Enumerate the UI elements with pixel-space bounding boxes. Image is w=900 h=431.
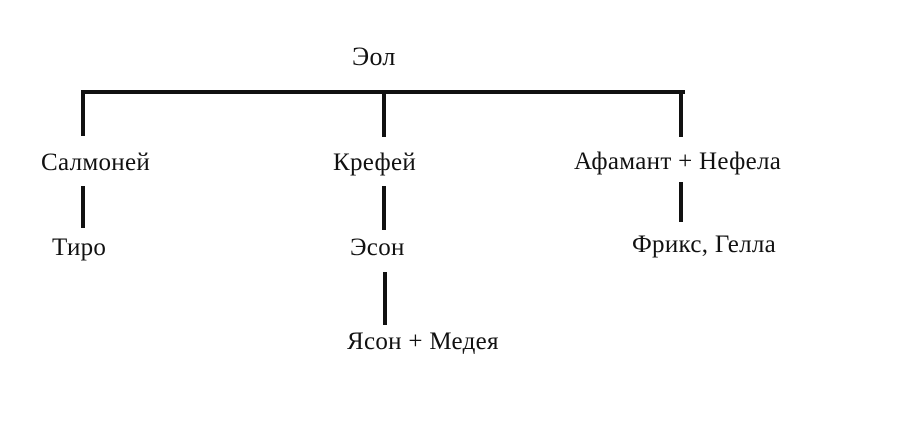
connector-eson-jason — [383, 272, 387, 325]
node-jason-medea: Ясон + Медея — [347, 328, 499, 355]
node-tiro: Тиро — [52, 234, 107, 261]
connector-eol-krefey — [382, 90, 386, 137]
connector-afamant-friks — [679, 182, 683, 222]
connector-eol-salmoney — [81, 90, 85, 136]
node-eol: Эол — [352, 42, 396, 71]
connector-salmoney-tiro — [81, 186, 85, 228]
connector-krefey-eson — [382, 186, 386, 230]
node-salmoney: Салмоней — [41, 149, 151, 176]
node-krefey: Крефей — [333, 149, 417, 176]
connector-eol-afamant — [679, 90, 683, 137]
node-eson: Эсон — [350, 234, 405, 261]
node-afamant-nefela: Афамант + Нефела — [574, 148, 782, 175]
node-friks-gella: Фрикс, Гелла — [632, 231, 777, 258]
